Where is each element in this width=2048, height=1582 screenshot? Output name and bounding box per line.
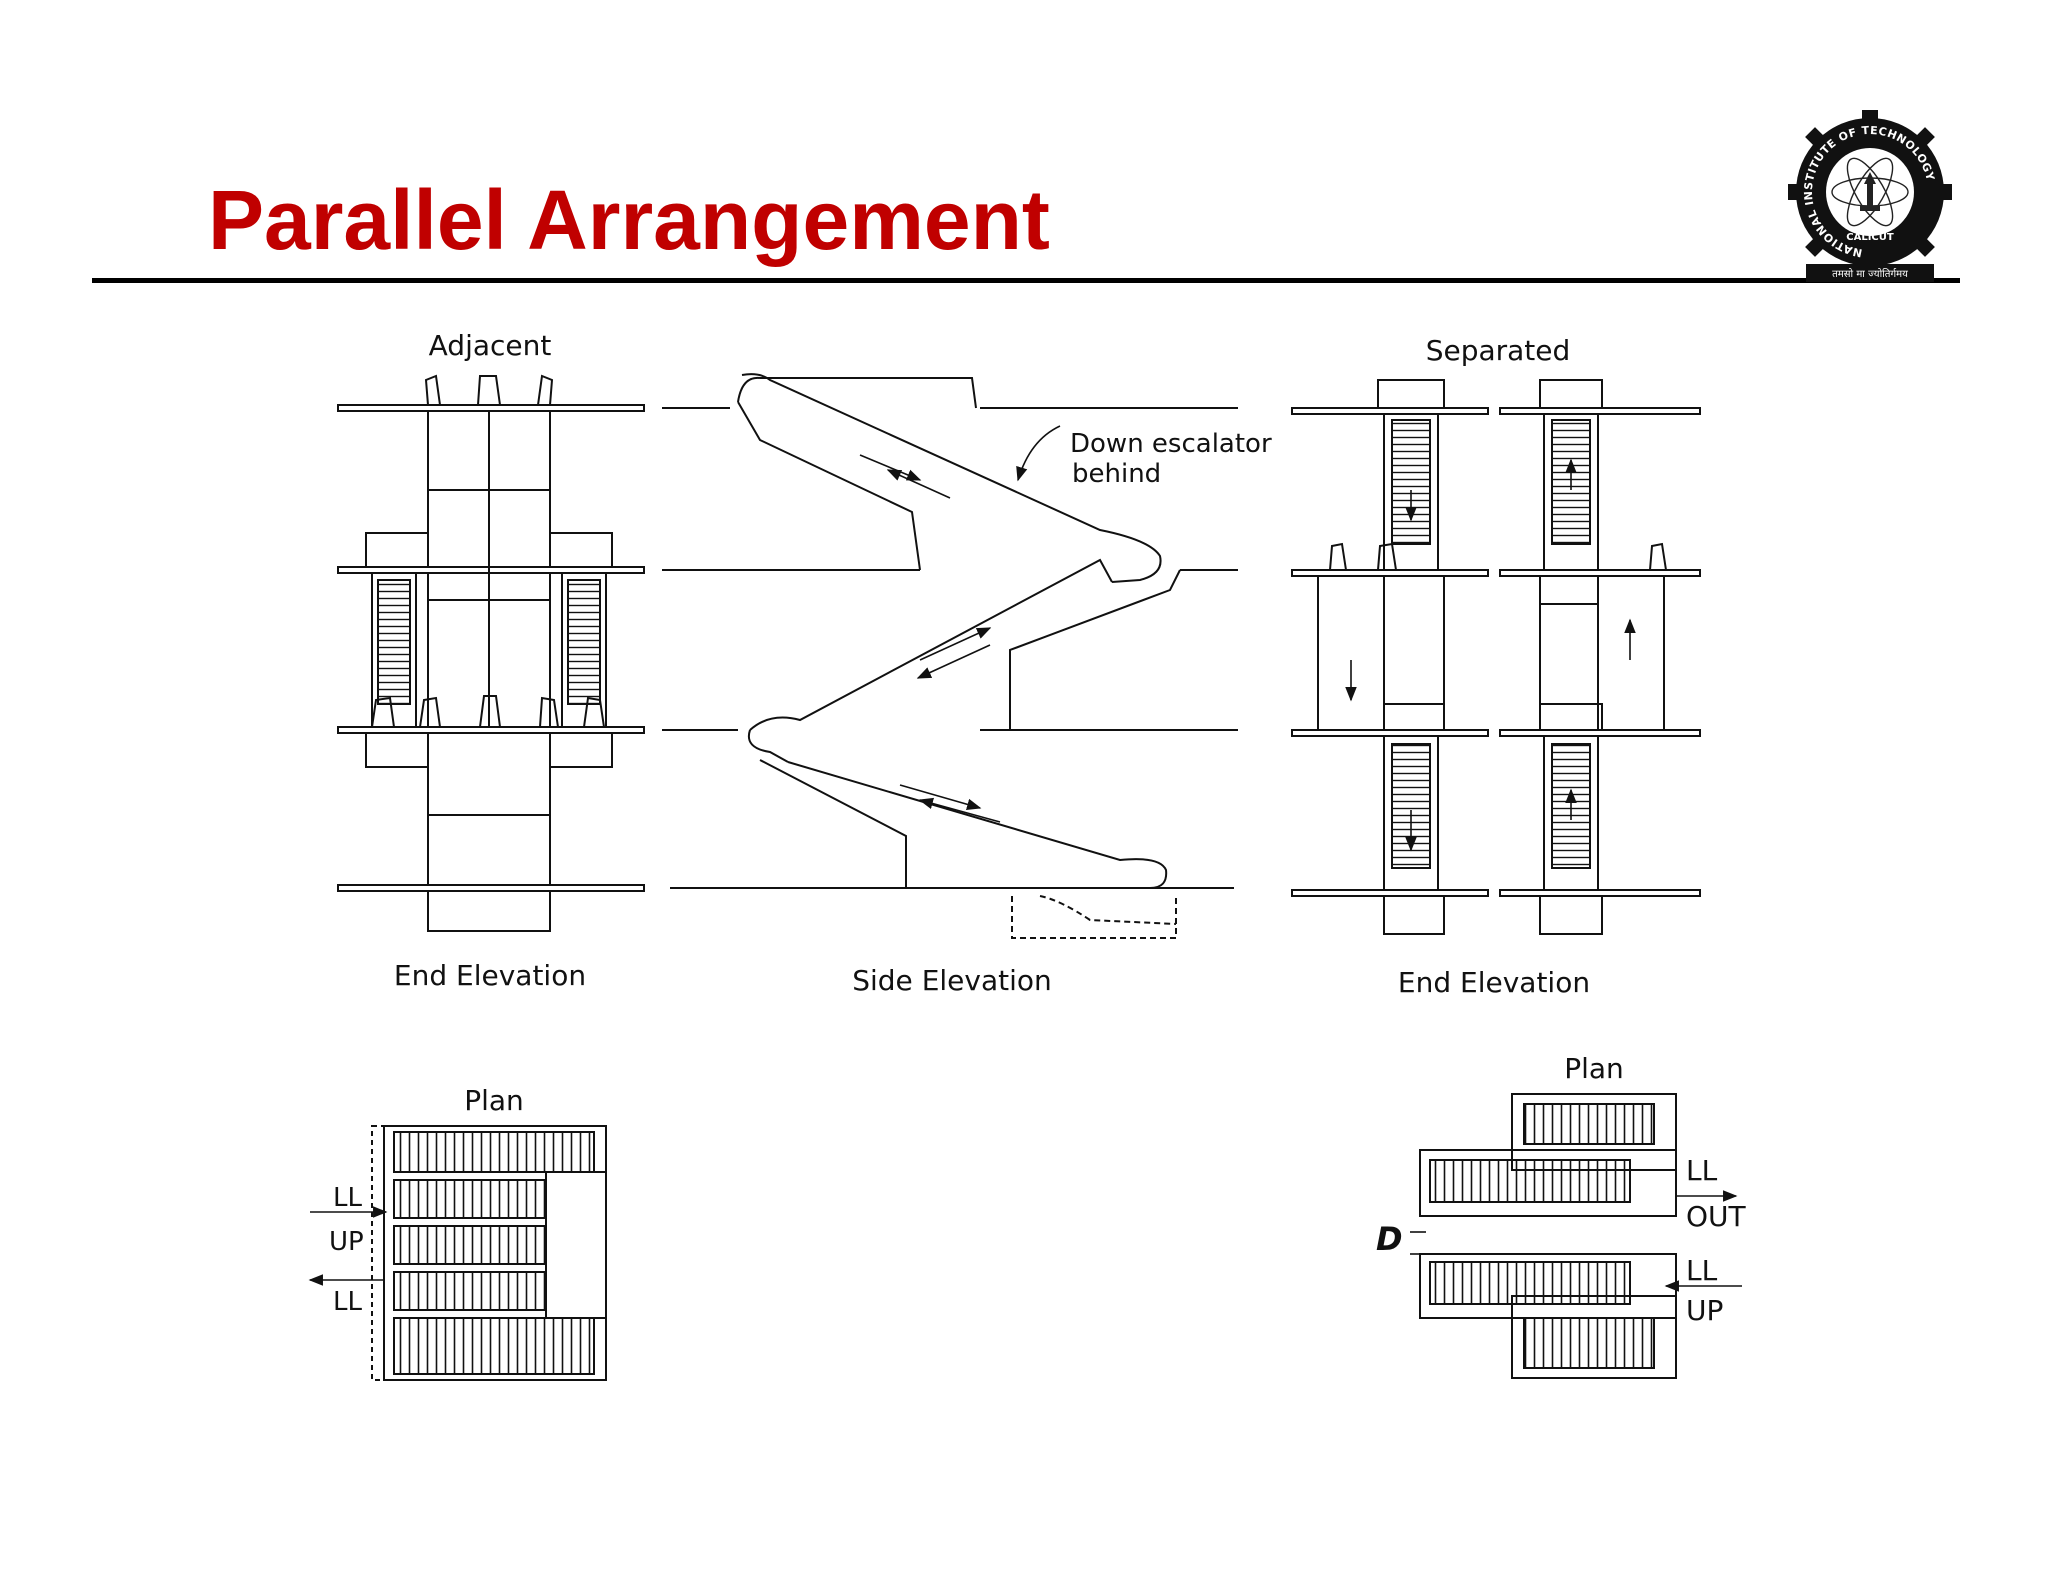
separated-label: Separated bbox=[1426, 334, 1571, 367]
logo-motto-band bbox=[1806, 264, 1934, 282]
separated-direction-arrows bbox=[1345, 458, 1636, 852]
logo-gear-teeth bbox=[1788, 110, 1952, 274]
side-elevation-label: Side Elevation bbox=[852, 964, 1052, 997]
end-elevation-left-label: End Elevation bbox=[394, 959, 586, 992]
plan-right-ll-top: LL bbox=[1686, 1154, 1718, 1187]
adjacent-side-frames bbox=[365, 532, 613, 768]
callout-line-1: Down escalator bbox=[1070, 429, 1272, 459]
end-elevation-right-label: End Elevation bbox=[1398, 966, 1590, 999]
separated-right-column bbox=[1539, 379, 1667, 935]
plan-left-label: Plan bbox=[464, 1084, 524, 1117]
logo-motto: तमसो मा ज्योतिर्गमय bbox=[1832, 268, 1908, 280]
plan-right-d: D bbox=[1376, 1220, 1403, 1258]
adjacent-label: Adjacent bbox=[429, 329, 552, 362]
callout-line-2: behind bbox=[1072, 459, 1161, 489]
side-direction-arrows bbox=[859, 454, 1001, 823]
plan-left-ll-bottom: LL bbox=[333, 1287, 362, 1317]
side-floor-lines bbox=[662, 407, 1238, 889]
side-upper-escalator bbox=[737, 373, 1162, 583]
adjacent-balustrade-ends bbox=[371, 374, 605, 728]
title-underline bbox=[92, 278, 1960, 283]
adjacent-plan bbox=[308, 1125, 607, 1381]
plan-left-up: UP bbox=[329, 1227, 364, 1257]
side-pit bbox=[1011, 895, 1177, 939]
logo-city: CALICUT bbox=[1846, 232, 1894, 243]
separated-plan bbox=[1410, 1093, 1742, 1379]
plan-right-label: Plan bbox=[1564, 1052, 1624, 1085]
plan-right-out: OUT bbox=[1686, 1200, 1747, 1233]
institute-logo: NATIONAL INSTITUTE OF TECHNOLOGY CALICUT… bbox=[1788, 110, 1952, 282]
separated-left-column bbox=[1317, 379, 1445, 935]
logo-lamp-icon bbox=[1860, 172, 1880, 211]
separated-end-elevation bbox=[1291, 379, 1701, 935]
adjacent-escalator-trusses bbox=[371, 572, 607, 728]
side-lower-escalator bbox=[759, 759, 1168, 889]
plan-left-ll-top: LL bbox=[333, 1183, 362, 1213]
slide-title: Parallel Arrangement bbox=[208, 173, 1050, 267]
plan-right-up: UP bbox=[1686, 1294, 1723, 1327]
adjacent-end-elevation bbox=[337, 374, 645, 932]
separated-floor-slabs bbox=[1291, 407, 1701, 897]
adjacent-shaft bbox=[427, 410, 551, 932]
callout-leader bbox=[1016, 425, 1061, 482]
side-middle-escalator bbox=[748, 558, 1181, 763]
side-elevation bbox=[662, 373, 1238, 939]
plan-right-ll-bottom: LL bbox=[1686, 1254, 1718, 1287]
